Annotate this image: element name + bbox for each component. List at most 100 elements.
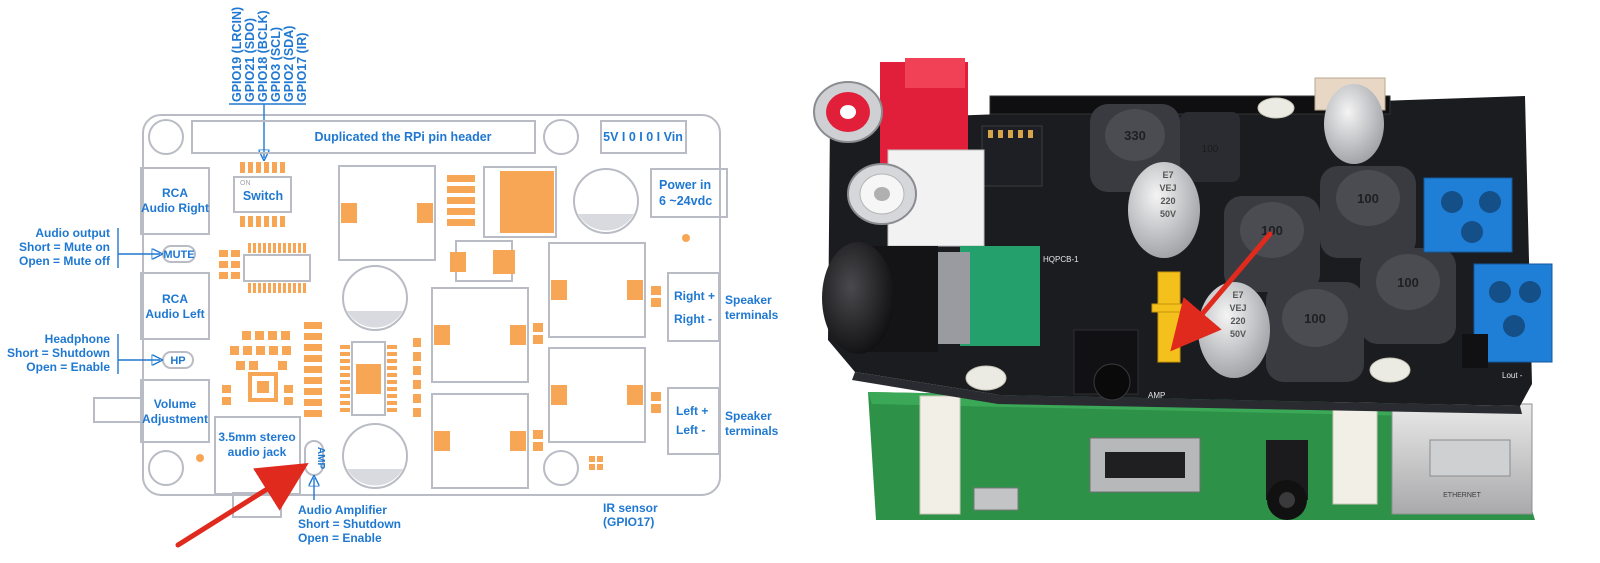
photo-inductors: 330 100 100 100 100 100 bbox=[1090, 104, 1456, 382]
rca-red-pin bbox=[840, 105, 856, 119]
passive-pads bbox=[222, 286, 661, 470]
amp-jumper-label: AMP bbox=[315, 447, 326, 470]
gpio-label: GPIO18 (BCLK) bbox=[256, 10, 270, 102]
regulator-pad bbox=[500, 171, 554, 233]
hat-board-edge bbox=[852, 372, 1522, 414]
headphone-open: Open = Enable bbox=[26, 360, 110, 374]
switch-pins-top bbox=[240, 162, 285, 173]
rca-red-top bbox=[905, 58, 965, 88]
inductor-label: 100 bbox=[1202, 144, 1219, 155]
board-diagram: GPIO19 (LRCIN) GPIO21 (SDO) GPIO18 (BCLK… bbox=[7, 7, 779, 548]
right-terminal-outline bbox=[667, 272, 720, 342]
hp-jumper-outline bbox=[162, 351, 194, 369]
ethernet-label: ETHERNET bbox=[1443, 492, 1481, 499]
capacitor-outline bbox=[342, 423, 408, 489]
power-pins-outline bbox=[600, 120, 687, 154]
board-photo: ETHERNET bbox=[813, 58, 1553, 520]
audio-amp-short: Short = Shutdown bbox=[298, 517, 401, 531]
left-terminal-outline bbox=[667, 387, 720, 455]
volume-knob bbox=[822, 242, 894, 354]
regulator-outline bbox=[483, 166, 557, 238]
volume-sublabel: Adjustment bbox=[142, 412, 208, 426]
ir-sensor-gpio: (GPIO17) bbox=[603, 515, 654, 529]
lout-silkscreen: Lout - bbox=[1502, 371, 1523, 380]
dip-switch-pins bbox=[988, 130, 1033, 138]
amp-pointer-arrow bbox=[175, 463, 309, 548]
switch-on-mark: ON bbox=[240, 180, 251, 187]
gpio-label: GPIO2 (SDA) bbox=[282, 26, 296, 102]
audio-amp-title: Audio Amplifier bbox=[298, 503, 387, 517]
power-in-outline bbox=[650, 168, 728, 218]
headphone-title: Headphone bbox=[45, 332, 111, 346]
inductor-label: 100 bbox=[1357, 191, 1379, 206]
gpio-label-group: GPIO19 (LRCIN) GPIO21 (SDO) GPIO18 (BCLK… bbox=[230, 7, 309, 102]
standoff-top bbox=[965, 365, 1007, 391]
switch-outline bbox=[233, 176, 292, 213]
capacitor-outline bbox=[342, 265, 408, 331]
power-in-label: Power in bbox=[659, 178, 711, 192]
board-name: HQPCB-1 bbox=[1043, 255, 1079, 264]
right-minus-label: Right - bbox=[674, 312, 712, 326]
amplifier-ic bbox=[340, 341, 397, 416]
ethernet-jack bbox=[1429, 439, 1511, 477]
mute-jumper-outline bbox=[162, 245, 196, 263]
mount-hole-bl bbox=[148, 450, 184, 486]
gpio-label: GPIO21 (SDO) bbox=[243, 18, 257, 102]
capacitor-mark bbox=[347, 311, 403, 328]
mount-hole-tr bbox=[543, 119, 579, 155]
switch-pins-bottom bbox=[240, 216, 285, 227]
potentiometer-body bbox=[960, 246, 1040, 346]
pi-audio-hole bbox=[1279, 492, 1295, 508]
capacitor bbox=[1128, 162, 1200, 258]
audio-output-short: Short = Mute on bbox=[19, 240, 110, 254]
speaker-terminals-sublabel: terminals bbox=[725, 424, 779, 438]
mount-hole-tl bbox=[148, 119, 184, 155]
standoff bbox=[919, 395, 961, 515]
cap-label-line: 50V bbox=[1230, 329, 1246, 339]
volume-outline bbox=[140, 379, 210, 443]
amp-silkscreen: AMP bbox=[1148, 391, 1165, 400]
standoff-top bbox=[1257, 97, 1295, 119]
speaker-terminals-label: Speaker bbox=[725, 293, 772, 307]
amp-jumper-outline bbox=[304, 440, 324, 476]
audio-output-open: Open = Mute off bbox=[19, 254, 111, 268]
cap-label-line: 220 bbox=[1160, 196, 1175, 206]
left-plus-label: Left + bbox=[676, 404, 708, 418]
jumper-pointer-arrow bbox=[1170, 231, 1273, 352]
mount-hole-br bbox=[543, 450, 579, 486]
cap-label-line: E7 bbox=[1162, 170, 1173, 180]
gpio-label: GPIO3 (SCL) bbox=[269, 27, 283, 102]
jack-sublabel: audio jack bbox=[228, 445, 287, 459]
inductor-label: 100 bbox=[1304, 311, 1326, 326]
capacitor-mark bbox=[578, 214, 634, 231]
rca-right-sublabel: Audio Right bbox=[141, 201, 209, 215]
hdmi-opening bbox=[1105, 452, 1185, 478]
cap-label-line: 50V bbox=[1160, 209, 1176, 219]
ir-receiver bbox=[1462, 334, 1488, 368]
gpio-label: GPIO19 (LRCIN) bbox=[230, 7, 244, 102]
diode-pad bbox=[493, 250, 515, 274]
switch-label: Switch bbox=[243, 189, 283, 203]
hat-headphone-hole bbox=[1093, 363, 1131, 401]
rca-right-outline bbox=[140, 167, 210, 235]
pin-header-label: Duplicated the RPi pin header bbox=[314, 130, 491, 144]
power-in-voltage: 6 ~24vdc bbox=[659, 194, 712, 208]
rca-left-outline bbox=[140, 272, 210, 340]
rca-left-label: RCA bbox=[162, 292, 188, 306]
rca-left-sublabel: Audio Left bbox=[145, 307, 204, 321]
inductor-label: 100 bbox=[1261, 223, 1283, 238]
speaker-terminals-label: Speaker bbox=[725, 409, 772, 423]
qfn-chip-core bbox=[257, 381, 269, 393]
left-minus-label: Left - bbox=[676, 423, 705, 437]
capacitor bbox=[1324, 84, 1384, 164]
rca-right-label: RCA bbox=[162, 186, 188, 200]
cap-label-line: 220 bbox=[1230, 316, 1245, 326]
pad-dot bbox=[196, 454, 204, 462]
inductor-footprints bbox=[338, 165, 646, 489]
cap-label-line: VEJ bbox=[1159, 183, 1176, 193]
capacitor-mark bbox=[347, 469, 403, 486]
rca-white-pin bbox=[874, 187, 890, 201]
ir-sensor-label: IR sensor bbox=[603, 501, 658, 515]
